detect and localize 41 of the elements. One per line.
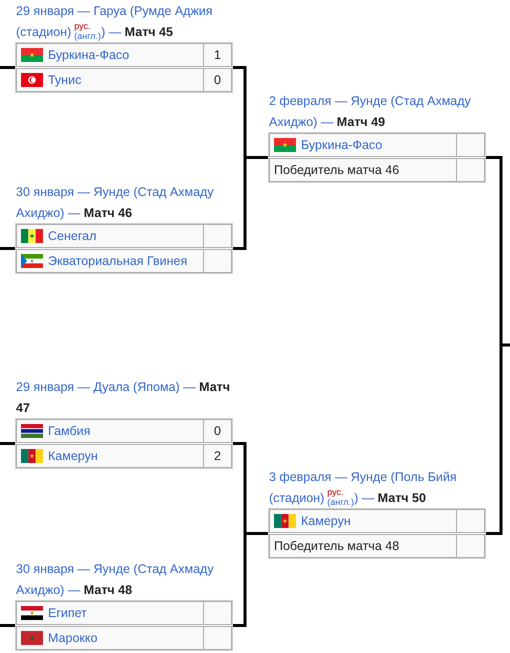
team-name: Марокко xyxy=(48,631,98,645)
bracket-line xyxy=(0,247,15,250)
team-name: Египет xyxy=(48,606,88,620)
score-value: 1 xyxy=(214,48,221,62)
bracket-line xyxy=(0,66,15,69)
team-name: Победитель матча 46 xyxy=(273,163,400,177)
team-name: Сенегал xyxy=(48,229,98,243)
team-name: Экваториальная Гвинея xyxy=(48,254,188,268)
team-name: Камерун xyxy=(48,449,99,463)
team-name: Тунис xyxy=(48,73,82,87)
match-info: 29 января — Дуала (Япома) — Матч 47 xyxy=(16,379,232,416)
bracket-line xyxy=(0,624,15,627)
match-info: 2 февраля — Яунде (Стад Ахмаду Ахиджо) — Матч 49 xyxy=(269,93,472,131)
team-row xyxy=(16,68,232,92)
bracket-line xyxy=(0,442,15,445)
match-info: 30 января — Яунде (Стад Ахмаду Ахиджо) — Матч 48 xyxy=(16,561,215,599)
bracket-line xyxy=(233,156,268,250)
team-row xyxy=(269,509,485,533)
bracket-line xyxy=(486,344,510,535)
match-info: 3 февраля — Яунде (Поль Бийя (стадион)$^{рус.}$$_{(англ.)}$) — Матч 50 xyxy=(269,469,458,508)
team-name: Гамбия xyxy=(48,424,92,438)
team-name: Камерун xyxy=(301,514,352,528)
team-row xyxy=(16,249,232,273)
bracket-line xyxy=(233,532,268,627)
match-info: 30 января — Яунде (Стад Ахмаду Ахиджо) — Матч 46 xyxy=(16,184,215,222)
score-value: 2 xyxy=(214,449,221,463)
team-name: Победитель матча 48 xyxy=(273,539,400,553)
team-row xyxy=(16,444,232,468)
team-row xyxy=(16,626,232,650)
team-row xyxy=(16,224,232,248)
team-row xyxy=(269,158,485,182)
score-value: 0 xyxy=(214,73,221,87)
team-row xyxy=(269,534,485,558)
team-name: Буркина-Фасо xyxy=(48,48,130,62)
match-info: 29 января — Гаруа (Румде Аджия (стадион)$^{рус.}$$_{(англ.)}$) — Матч 45 xyxy=(16,3,214,42)
team-row xyxy=(16,43,232,67)
score-value: 0 xyxy=(214,424,221,438)
team-name: Буркина-Фасо xyxy=(301,138,384,152)
team-row xyxy=(16,419,232,443)
team-row xyxy=(269,133,485,157)
team-row xyxy=(16,601,232,625)
